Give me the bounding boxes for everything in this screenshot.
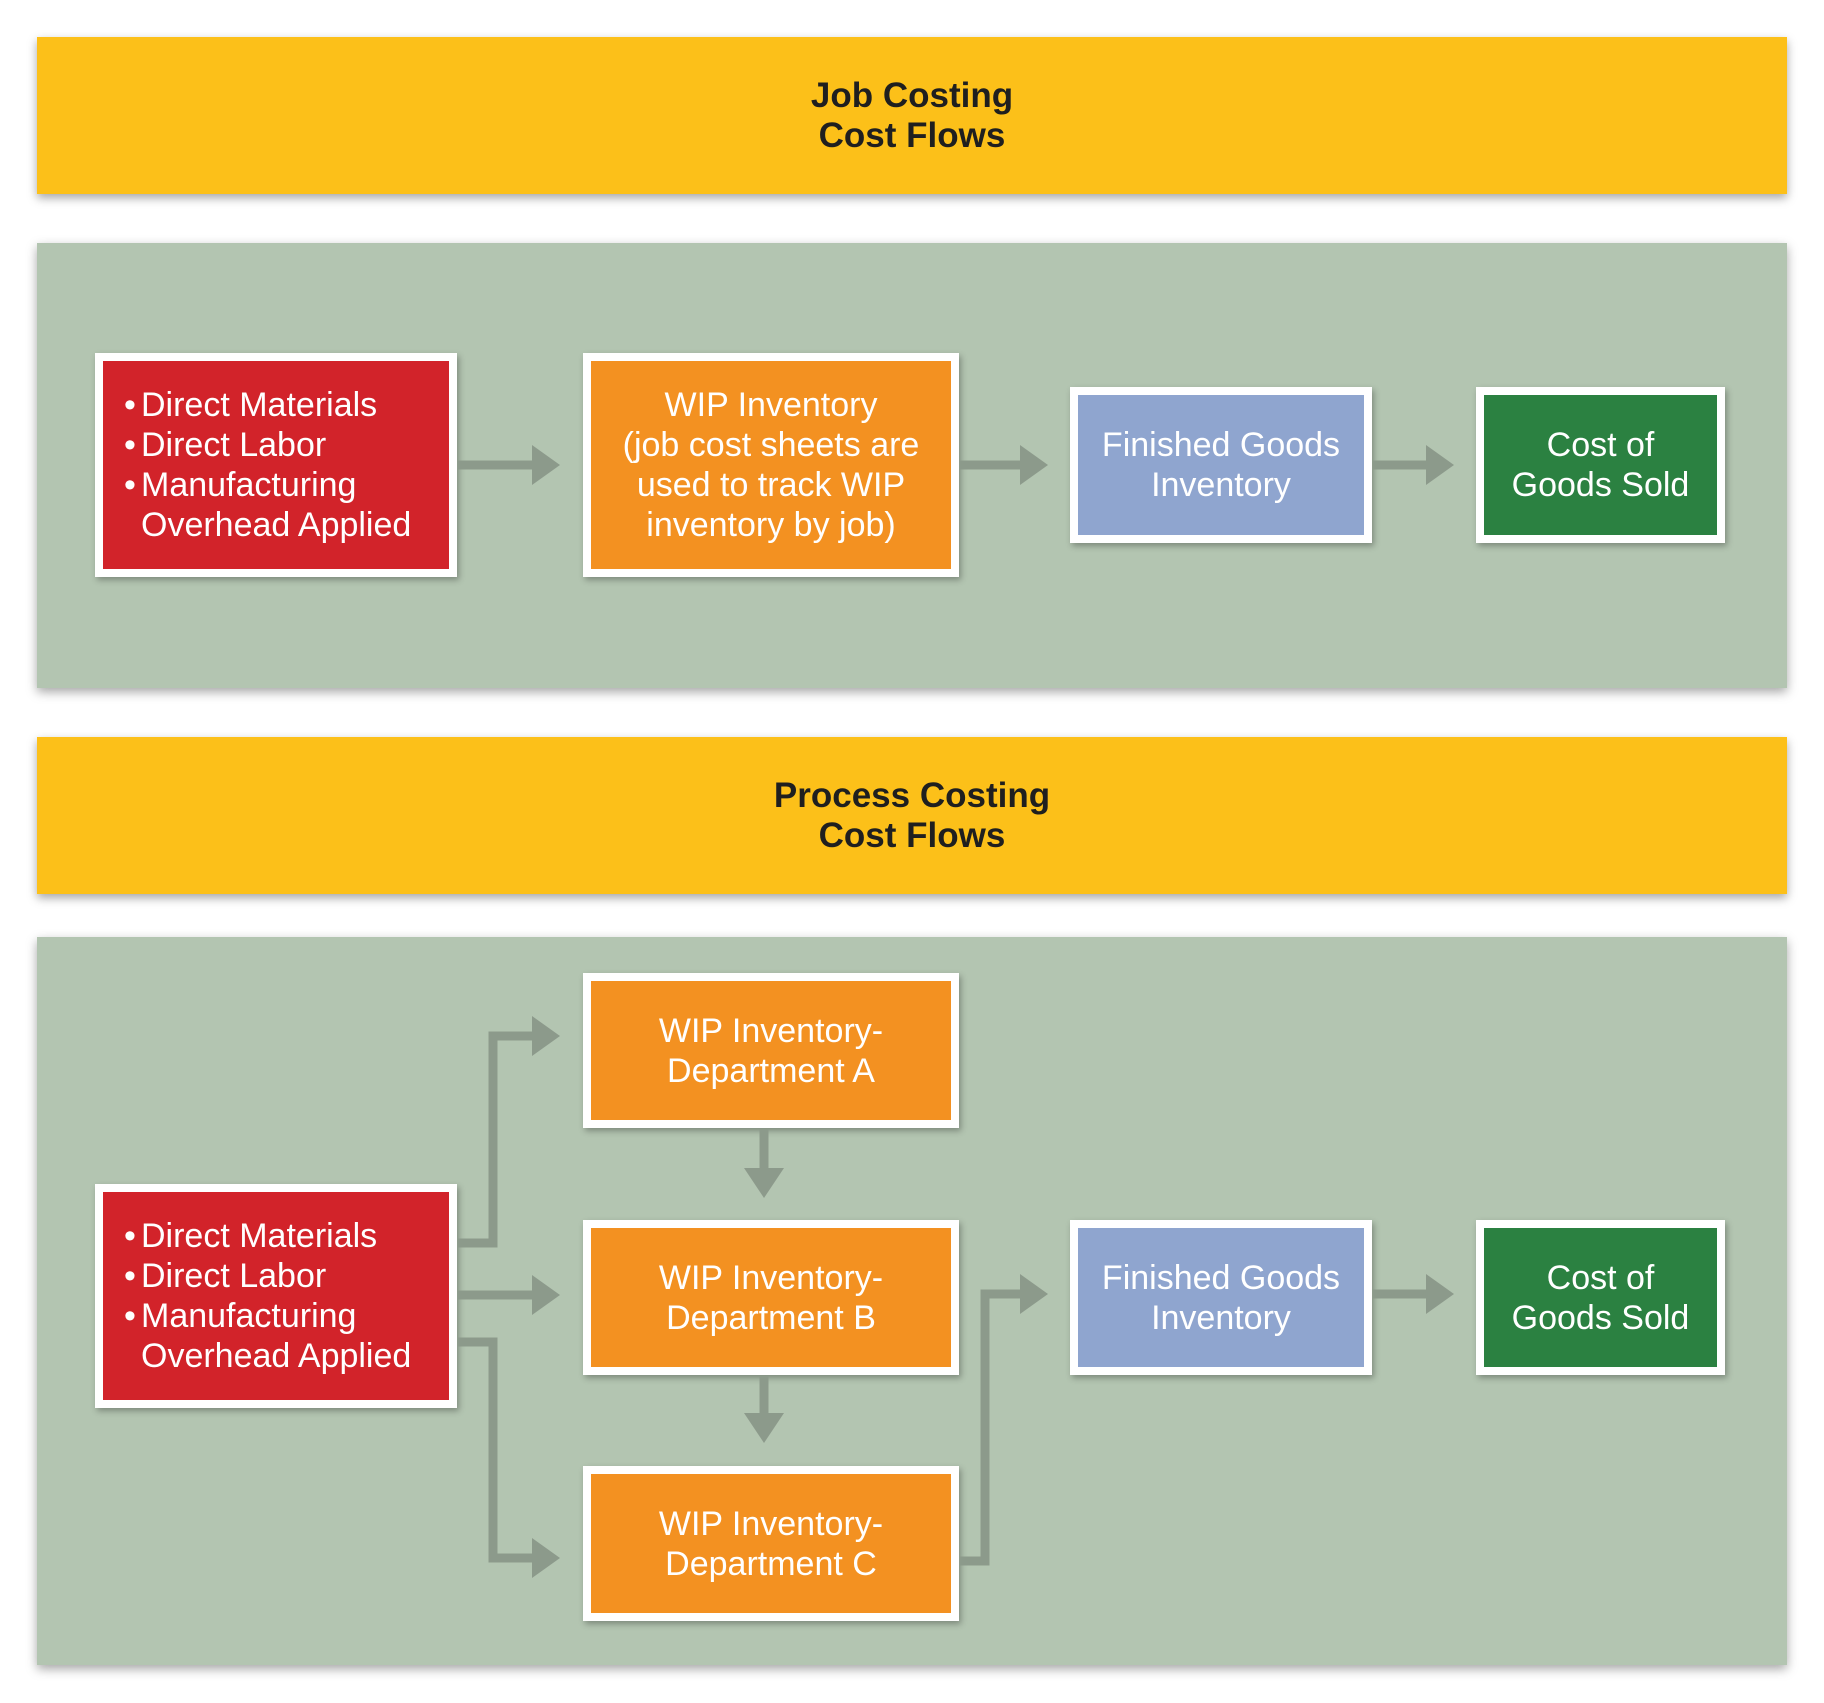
wip-department-b-box: WIP Inventory- Department B	[583, 1220, 959, 1375]
job-wip-line: used to track WIP	[636, 466, 906, 504]
job-wip-line: (job cost sheets are	[622, 426, 920, 464]
process-costing-banner: Process Costing Cost Flows	[37, 737, 1787, 894]
arrowhead-wip-a-to-wip-b	[744, 1168, 784, 1198]
arrowhead-inputs-to-wip-c	[532, 1538, 560, 1578]
job-finished-line: Inventory	[1151, 466, 1291, 504]
job-wip-box: WIP Inventory (job cost sheets are used …	[583, 353, 959, 577]
arrowhead-inputs-to-wip-b	[532, 1275, 560, 1315]
job-cogs-line: Goods Sold	[1511, 466, 1690, 504]
wip-b-line: Department B	[666, 1298, 876, 1337]
job-input-item: •Manufacturing	[124, 466, 357, 504]
arrowhead-wip-b-to-wip-c	[744, 1413, 784, 1443]
wip-c-line: WIP Inventory-	[658, 1504, 884, 1543]
process-input-item: •Manufacturing	[124, 1297, 357, 1335]
arrowhead-wip-c-to-finished	[1020, 1274, 1048, 1314]
arrowhead-inputs-to-wip-a	[532, 1016, 560, 1056]
job-input-item: Overhead Applied	[141, 506, 412, 544]
process-input-item: •Direct Labor	[124, 1257, 327, 1295]
job-cogs-line: Cost of	[1546, 426, 1655, 464]
wip-a-line: WIP Inventory-	[658, 1011, 884, 1050]
wip-b-line: WIP Inventory-	[658, 1258, 884, 1297]
process-cogs-box: Cost of Goods Sold	[1476, 1220, 1725, 1375]
process-banner-line-2: Cost Flows	[818, 815, 1006, 855]
process-finished-line: Finished Goods	[1101, 1258, 1341, 1297]
job-inputs-box: •Direct Materials •Direct Labor •Manufac…	[95, 353, 457, 577]
arrow-inputs-to-wip-a	[458, 1031, 534, 1248]
wip-a-line: Department A	[667, 1051, 875, 1090]
arrowhead-process-finished-to-cogs	[1426, 1274, 1454, 1314]
process-input-item: •Direct Materials	[124, 1217, 378, 1255]
wip-department-c-box: WIP Inventory- Department C	[583, 1466, 959, 1621]
job-wip-line: inventory by job)	[646, 506, 896, 544]
job-input-item: •Direct Labor	[124, 426, 327, 464]
arrowhead-inputs-to-wip	[532, 445, 560, 485]
job-cogs-box: Cost of Goods Sold	[1476, 387, 1725, 543]
wip-c-line: Department C	[665, 1544, 877, 1583]
job-input-item: •Direct Materials	[124, 386, 378, 424]
arrow-inputs-to-wip-c	[458, 1337, 534, 1563]
arrowhead-wip-to-finished	[1020, 445, 1048, 485]
job-banner-line-2: Cost Flows	[818, 115, 1006, 155]
job-costing-banner: Job Costing Cost Flows	[37, 37, 1787, 194]
process-finished-line: Inventory	[1151, 1298, 1291, 1337]
job-finished-goods-box: Finished Goods Inventory	[1070, 387, 1372, 543]
wip-department-a-box: WIP Inventory- Department A	[583, 973, 959, 1128]
process-cogs-line: Cost of	[1546, 1258, 1655, 1297]
process-input-item: Overhead Applied	[141, 1337, 412, 1375]
arrow-wip-c-to-finished	[960, 1289, 1022, 1566]
job-finished-line: Finished Goods	[1101, 426, 1341, 464]
process-finished-goods-box: Finished Goods Inventory	[1070, 1220, 1372, 1375]
job-banner-line-1: Job Costing	[810, 75, 1014, 115]
process-inputs-box: •Direct Materials •Direct Labor •Manufac…	[95, 1184, 457, 1408]
process-banner-line-1: Process Costing	[773, 775, 1051, 815]
arrowhead-finished-to-cogs	[1426, 445, 1454, 485]
process-cogs-line: Goods Sold	[1511, 1298, 1690, 1337]
job-wip-line: WIP Inventory	[664, 386, 878, 424]
